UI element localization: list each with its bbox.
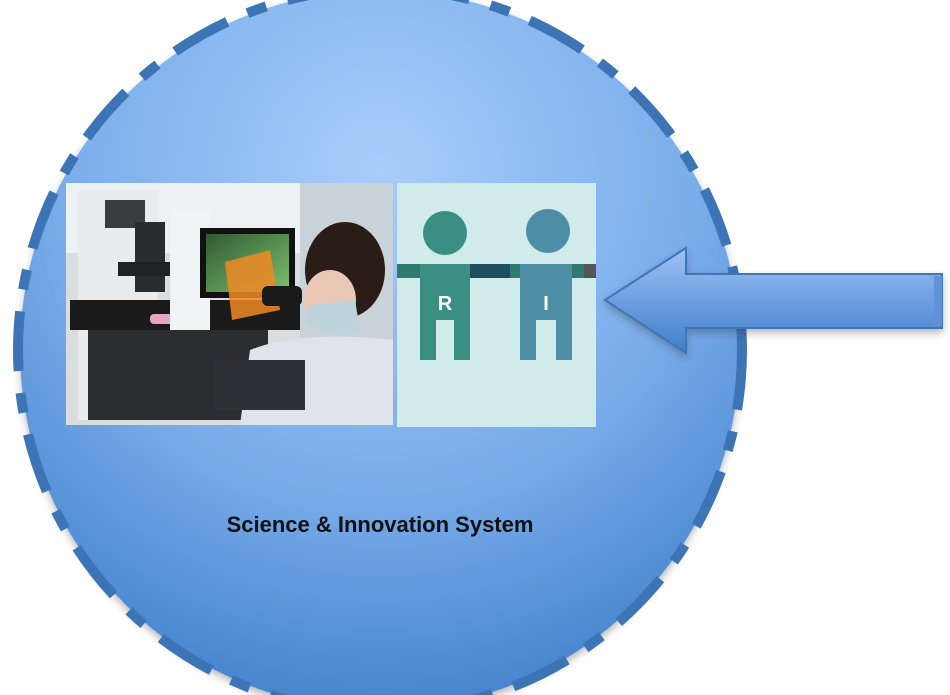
left-arrow	[603, 246, 943, 355]
figure-r: R	[420, 211, 470, 360]
figure-i: I	[520, 209, 572, 360]
logo-letter-r: R	[438, 293, 453, 315]
system-caption: Science & Innovation System	[226, 512, 534, 537]
logo-letter-i: I	[543, 293, 549, 315]
ri-logo: R I	[397, 183, 596, 427]
dashed-ring	[13, 0, 747, 695]
scientist-microscope-photo	[66, 183, 393, 425]
